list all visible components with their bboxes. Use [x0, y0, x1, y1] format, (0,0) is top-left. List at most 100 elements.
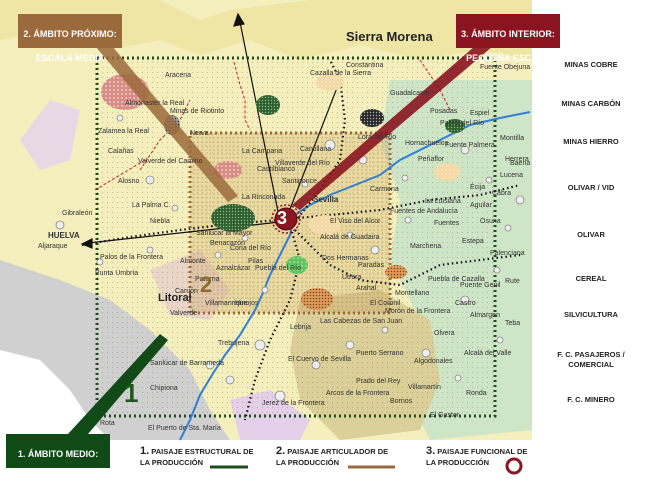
legend-item-fc-pasajeros: F. C. PASAJEROS / COMERCIAL — [532, 350, 650, 370]
place-label: Alcalá del Valle — [464, 350, 512, 357]
legend-label-fc-minero: F. C. MINERO — [567, 395, 615, 404]
place-label: Almargen — [470, 312, 500, 319]
place-label: Punta Umbría — [95, 270, 139, 277]
place-label: Hornachuelos — [405, 140, 449, 147]
place-label: Prado del Rey — [356, 378, 401, 385]
place-label: Puente Genil — [460, 282, 501, 289]
place-label: Rota — [100, 420, 115, 427]
place-label: Constantina — [346, 62, 384, 69]
place-label: Santiponce — [282, 178, 318, 185]
olivar-vid-patch-3 — [445, 119, 465, 133]
bottom-legend-num-1: 1. — [140, 445, 150, 457]
place-label: Algodonales — [414, 358, 453, 365]
frame-2-border — [188, 131, 392, 315]
legend-label-olivar: OLIVAR — [577, 230, 605, 239]
bottom-legend-text-3b: LA PRODUCCIÓN — [426, 458, 490, 467]
bottom-legend: 1. PAISAJE ESTRUCTURAL DE LA PRODUCCIÓN … — [130, 446, 530, 486]
place-label: HUELVA — [48, 231, 80, 240]
callout-proximo-line2: ESCALA MEDIA — [35, 53, 105, 63]
place-label: Fuentes de Andalucía — [390, 208, 458, 215]
place-label: Calañas — [108, 148, 134, 155]
place-label: El Cuervo de Sevilla — [288, 356, 352, 363]
legend-item-hierro: MINAS HIERRO — [532, 137, 650, 147]
place-label: Morón de la Frontera — [385, 308, 451, 315]
callout-proximo-line1: 2. ÁMBITO PRÓXIMO: — [23, 29, 117, 39]
place-label: Sanlúcar de Barrameda — [150, 360, 224, 367]
place-label: Palenciana — [490, 250, 525, 257]
place-label: Palos de la Frontera — [100, 254, 164, 261]
cereal-patch-1 — [316, 73, 344, 91]
place-label: Sevilla — [313, 195, 339, 204]
callout-interior-line2: PEQUEÑA ESCALA — [466, 53, 550, 63]
callout-interior-line1: 3. ÁMBITO INTERIOR: — [461, 29, 555, 39]
place-label: Jerez de la Frontera — [262, 400, 325, 407]
legend-item-cereal: CEREAL — [532, 274, 650, 284]
bottom-legend-item-3: 3. PAISAJE FUNCIONAL DE LA PRODUCCIÓN — [426, 446, 527, 468]
place-label: Lucena — [500, 172, 523, 179]
place-label: Las Cabezas de San Juan — [320, 318, 403, 325]
silvicultura-patch-2 — [385, 265, 407, 279]
bottom-legend-text-1b: LA PRODUCCIÓN — [140, 458, 204, 467]
place-label: Carrión — [175, 288, 198, 295]
place-label: Fuente Palmera — [445, 142, 495, 149]
place-label: Castro — [455, 300, 476, 307]
place-label: Chipiona — [150, 385, 178, 392]
place-label: Arcos de la Frontera — [326, 390, 390, 397]
legend-item-carbon: MINAS CARBÓN — [532, 99, 650, 109]
place-label: Cantillana — [300, 146, 332, 153]
place-label: Guadalcanal — [390, 90, 430, 97]
place-label: Carmona — [370, 186, 399, 193]
legend-item-silvicultura: SILVICULTURA — [532, 310, 650, 320]
place-label: Villamartín — [408, 384, 441, 391]
place-label: Rute — [505, 278, 520, 285]
place-label: Trebujena — [218, 340, 250, 347]
place-label: Montellano — [395, 290, 430, 297]
place-label: Lora del Río — [358, 134, 397, 141]
pointer-medio — [68, 334, 168, 434]
legend-label-silvicultura: SILVICULTURA — [564, 310, 618, 319]
fc-minero-line-1 — [233, 61, 251, 131]
place-label: Villamanrique — [205, 300, 248, 307]
legend-item-cobre: MINAS COBRE — [532, 60, 650, 70]
place-label: Aracena — [165, 72, 192, 79]
sierra-morena-label: Sierra Morena — [346, 29, 433, 44]
place-label: Sanlúcar la Mayor — [196, 230, 253, 237]
frame-1-border — [95, 56, 497, 418]
place-label: Minas de Riotinto — [170, 108, 225, 115]
place-label: Alosno — [118, 178, 140, 185]
place-label: Valverde del Camino — [138, 158, 203, 165]
place-label: Cazalla de la Sierra — [310, 70, 372, 77]
place-label: Puebla del Río — [255, 265, 301, 272]
place-label: La Palma C. — [132, 202, 171, 209]
zone-number-1: 1 — [124, 378, 139, 408]
pink-patch — [20, 100, 80, 170]
place-label: Dos Hermanas — [322, 255, 369, 262]
place-label: Bornos — [390, 398, 413, 405]
legend-panel: MINAS COBRE MINAS CARBÓN MINAS HIERRO OL… — [532, 52, 650, 422]
place-label: Paradas — [358, 262, 385, 269]
sevilla-marker — [274, 207, 298, 231]
place-label: Utrera — [342, 274, 362, 281]
place-label: Marchena — [410, 243, 442, 250]
minas-cobre-patch-2 — [214, 161, 242, 179]
legend-label-olivar-vid: OLIVAR / VID — [567, 183, 615, 192]
legend-item-fc-minero: F. C. MINERO — [532, 395, 650, 405]
legend-label-fc-pasajeros: F. C. PASAJEROS / COMERCIAL — [557, 350, 625, 369]
place-label: Teba — [505, 320, 521, 327]
sea-region — [0, 350, 110, 440]
place-label: Fuente Obejuna — [480, 64, 531, 71]
legend-item-olivar: OLIVAR — [532, 230, 650, 240]
zone-number-2: 2 — [200, 272, 213, 297]
place-label: Espiel — [470, 110, 490, 117]
place-label: Pilas — [248, 258, 264, 265]
minas-carbon-patch-1 — [360, 109, 384, 127]
bottom-legend-item-2: 2. PAISAJE ARTICULADOR DE LA PRODUCCIÓN — [276, 446, 388, 468]
sevilla-ring — [271, 204, 301, 234]
place-label: Aznalcázar — [216, 265, 251, 272]
place-label: El Gastor — [430, 412, 460, 419]
bottom-legend-num-2: 2. — [276, 445, 286, 457]
place-label: El Viso del Alcor — [330, 218, 381, 225]
legend-label-cereal: CEREAL — [575, 274, 607, 283]
legend-label-hierro: MINAS HIERRO — [563, 137, 619, 146]
callout-ambito-medio: 1. ÁMBITO MEDIO: GRAN ESCALA — [6, 434, 110, 483]
